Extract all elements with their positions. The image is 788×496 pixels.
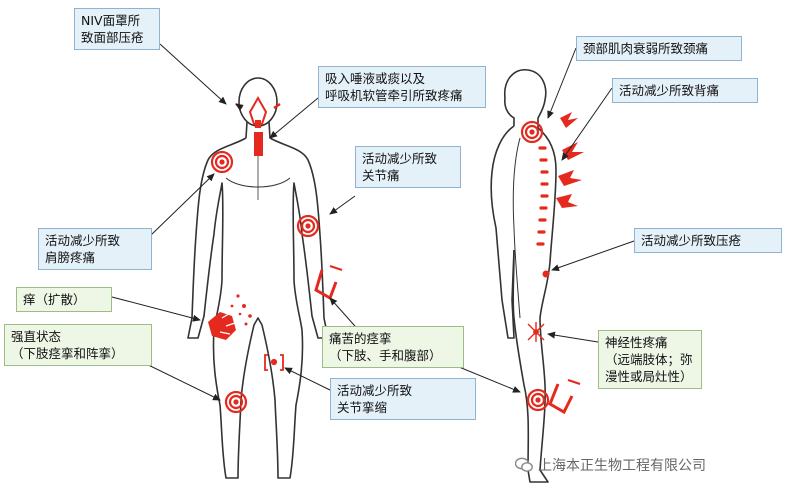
label-joint-pain: 活动减少所致 关节痛 [355, 146, 461, 188]
label-rigidity-line2: （下肢痉挛和阵挛） [11, 346, 124, 361]
trachea-tube [254, 132, 263, 156]
pressure-sore-icon [542, 270, 550, 278]
pain-markers [208, 95, 584, 415]
shoulder-pain-icon [210, 150, 234, 174]
label-spasm-line1: 痛苦的痉挛 [329, 331, 392, 346]
label-neuro-line3: 漫性或局灶性） [605, 369, 693, 384]
label-neuro-line2: （远端肢体；弥 [605, 352, 693, 367]
label-spasm-line2: （下肢、手和腹部） [329, 348, 442, 363]
label-joint-pain-line1: 活动减少所致 [362, 151, 438, 166]
label-pressure-sore: 活动减少所致压疮 [634, 228, 782, 253]
side-knee-pain-icon [526, 388, 550, 412]
label-joint-contracture: 活动减少所致 关节挛缩 [330, 378, 476, 420]
label-neuro-line1: 神经性疼痛 [605, 335, 668, 350]
elbow-pain-icon [296, 214, 320, 238]
itchy-hand-icon [208, 294, 252, 340]
label-pressure-line1: 活动减少所致压疮 [641, 233, 742, 248]
label-saliva-line1: 吸入唾液或痰以及 [325, 71, 426, 86]
spasticity-brackets-icon [264, 354, 284, 371]
clamp-side-icon [548, 378, 581, 415]
knee-pain-icon [224, 390, 248, 414]
label-shoulder-line1: 活动减少所致 [45, 233, 121, 248]
label-rigidity: 强直状态 （下肢痉挛和阵挛） [4, 324, 152, 366]
label-shoulder-pain: 活动减少所致 肩膀疼痛 [38, 228, 152, 270]
neuropathic-pain-icon [527, 322, 545, 342]
watermark: 上海本正生物工程有限公司 [515, 454, 706, 476]
label-joint-pain-line2: 关节痛 [362, 168, 400, 183]
label-niv-mask: NIV面罩所 致面部压疮 [74, 8, 160, 50]
label-contracture-line2: 关节挛缩 [337, 400, 388, 415]
wechat-icon [515, 457, 533, 473]
clamp-front-icon [314, 264, 343, 301]
neck-pain-icon [520, 120, 544, 144]
label-neck-line1: 颈部肌肉衰弱所致颈痛 [583, 41, 709, 56]
watermark-text: 上海本正生物工程有限公司 [538, 458, 706, 474]
label-contracture-line1: 活动减少所致 [337, 383, 413, 398]
label-rigidity-line1: 强直状态 [11, 329, 62, 344]
label-neuropathic-pain: 神经性疼痛 （远端肢体；弥 漫性或局灶性） [598, 330, 702, 389]
label-painful-spasm: 痛苦的痉挛 （下肢、手和腹部） [322, 326, 464, 368]
label-saliva-tube-pain: 吸入唾液或痰以及 呼吸机软管牵引所致疼痛 [318, 66, 486, 108]
label-back-pain: 活动减少所致背痛 [612, 78, 758, 103]
spine-pain-marks [536, 146, 549, 246]
niv-mask-icon [235, 95, 281, 128]
side-head [504, 69, 547, 128]
side-body-figure [490, 69, 557, 483]
label-back-line1: 活动减少所致背痛 [619, 83, 720, 98]
label-shoulder-line2: 肩膀疼痛 [45, 250, 96, 265]
label-itch-line1: 痒（扩散） [23, 292, 86, 307]
label-itch: 痒（扩散） [16, 287, 112, 312]
label-neck-pain: 颈部肌肉衰弱所致颈痛 [576, 36, 742, 61]
label-niv-mask-line2: 致面部压疮 [81, 30, 144, 45]
label-saliva-line2: 呼吸机软管牵引所致疼痛 [325, 88, 463, 103]
label-niv-mask-line1: NIV面罩所 [81, 13, 141, 28]
back-pain-bursts [556, 112, 584, 208]
